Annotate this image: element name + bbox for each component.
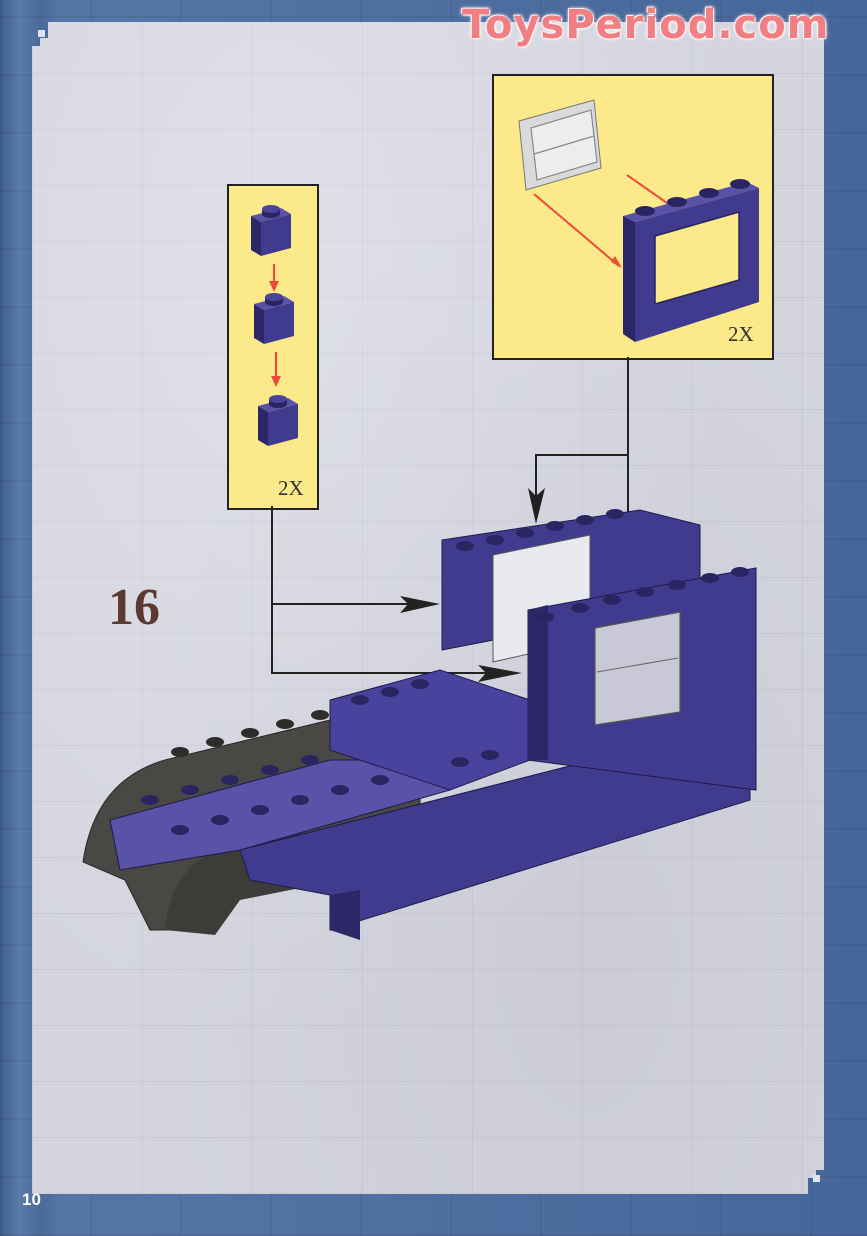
corner-marker bbox=[813, 1175, 820, 1182]
brick-stack-illustration bbox=[251, 205, 298, 446]
quantity-label: 2X bbox=[278, 476, 304, 500]
quantity-label: 2X bbox=[728, 322, 754, 346]
page-number: 10 bbox=[22, 1190, 41, 1209]
callout-bricks: 2X bbox=[227, 184, 319, 510]
watermark-text: ToysPeriod.com bbox=[462, 2, 830, 48]
window-assembly-illustration bbox=[518, 99, 759, 342]
corner-marker bbox=[38, 30, 45, 37]
callout-window: 2X bbox=[492, 74, 774, 360]
step-number: 16 bbox=[108, 579, 160, 636]
